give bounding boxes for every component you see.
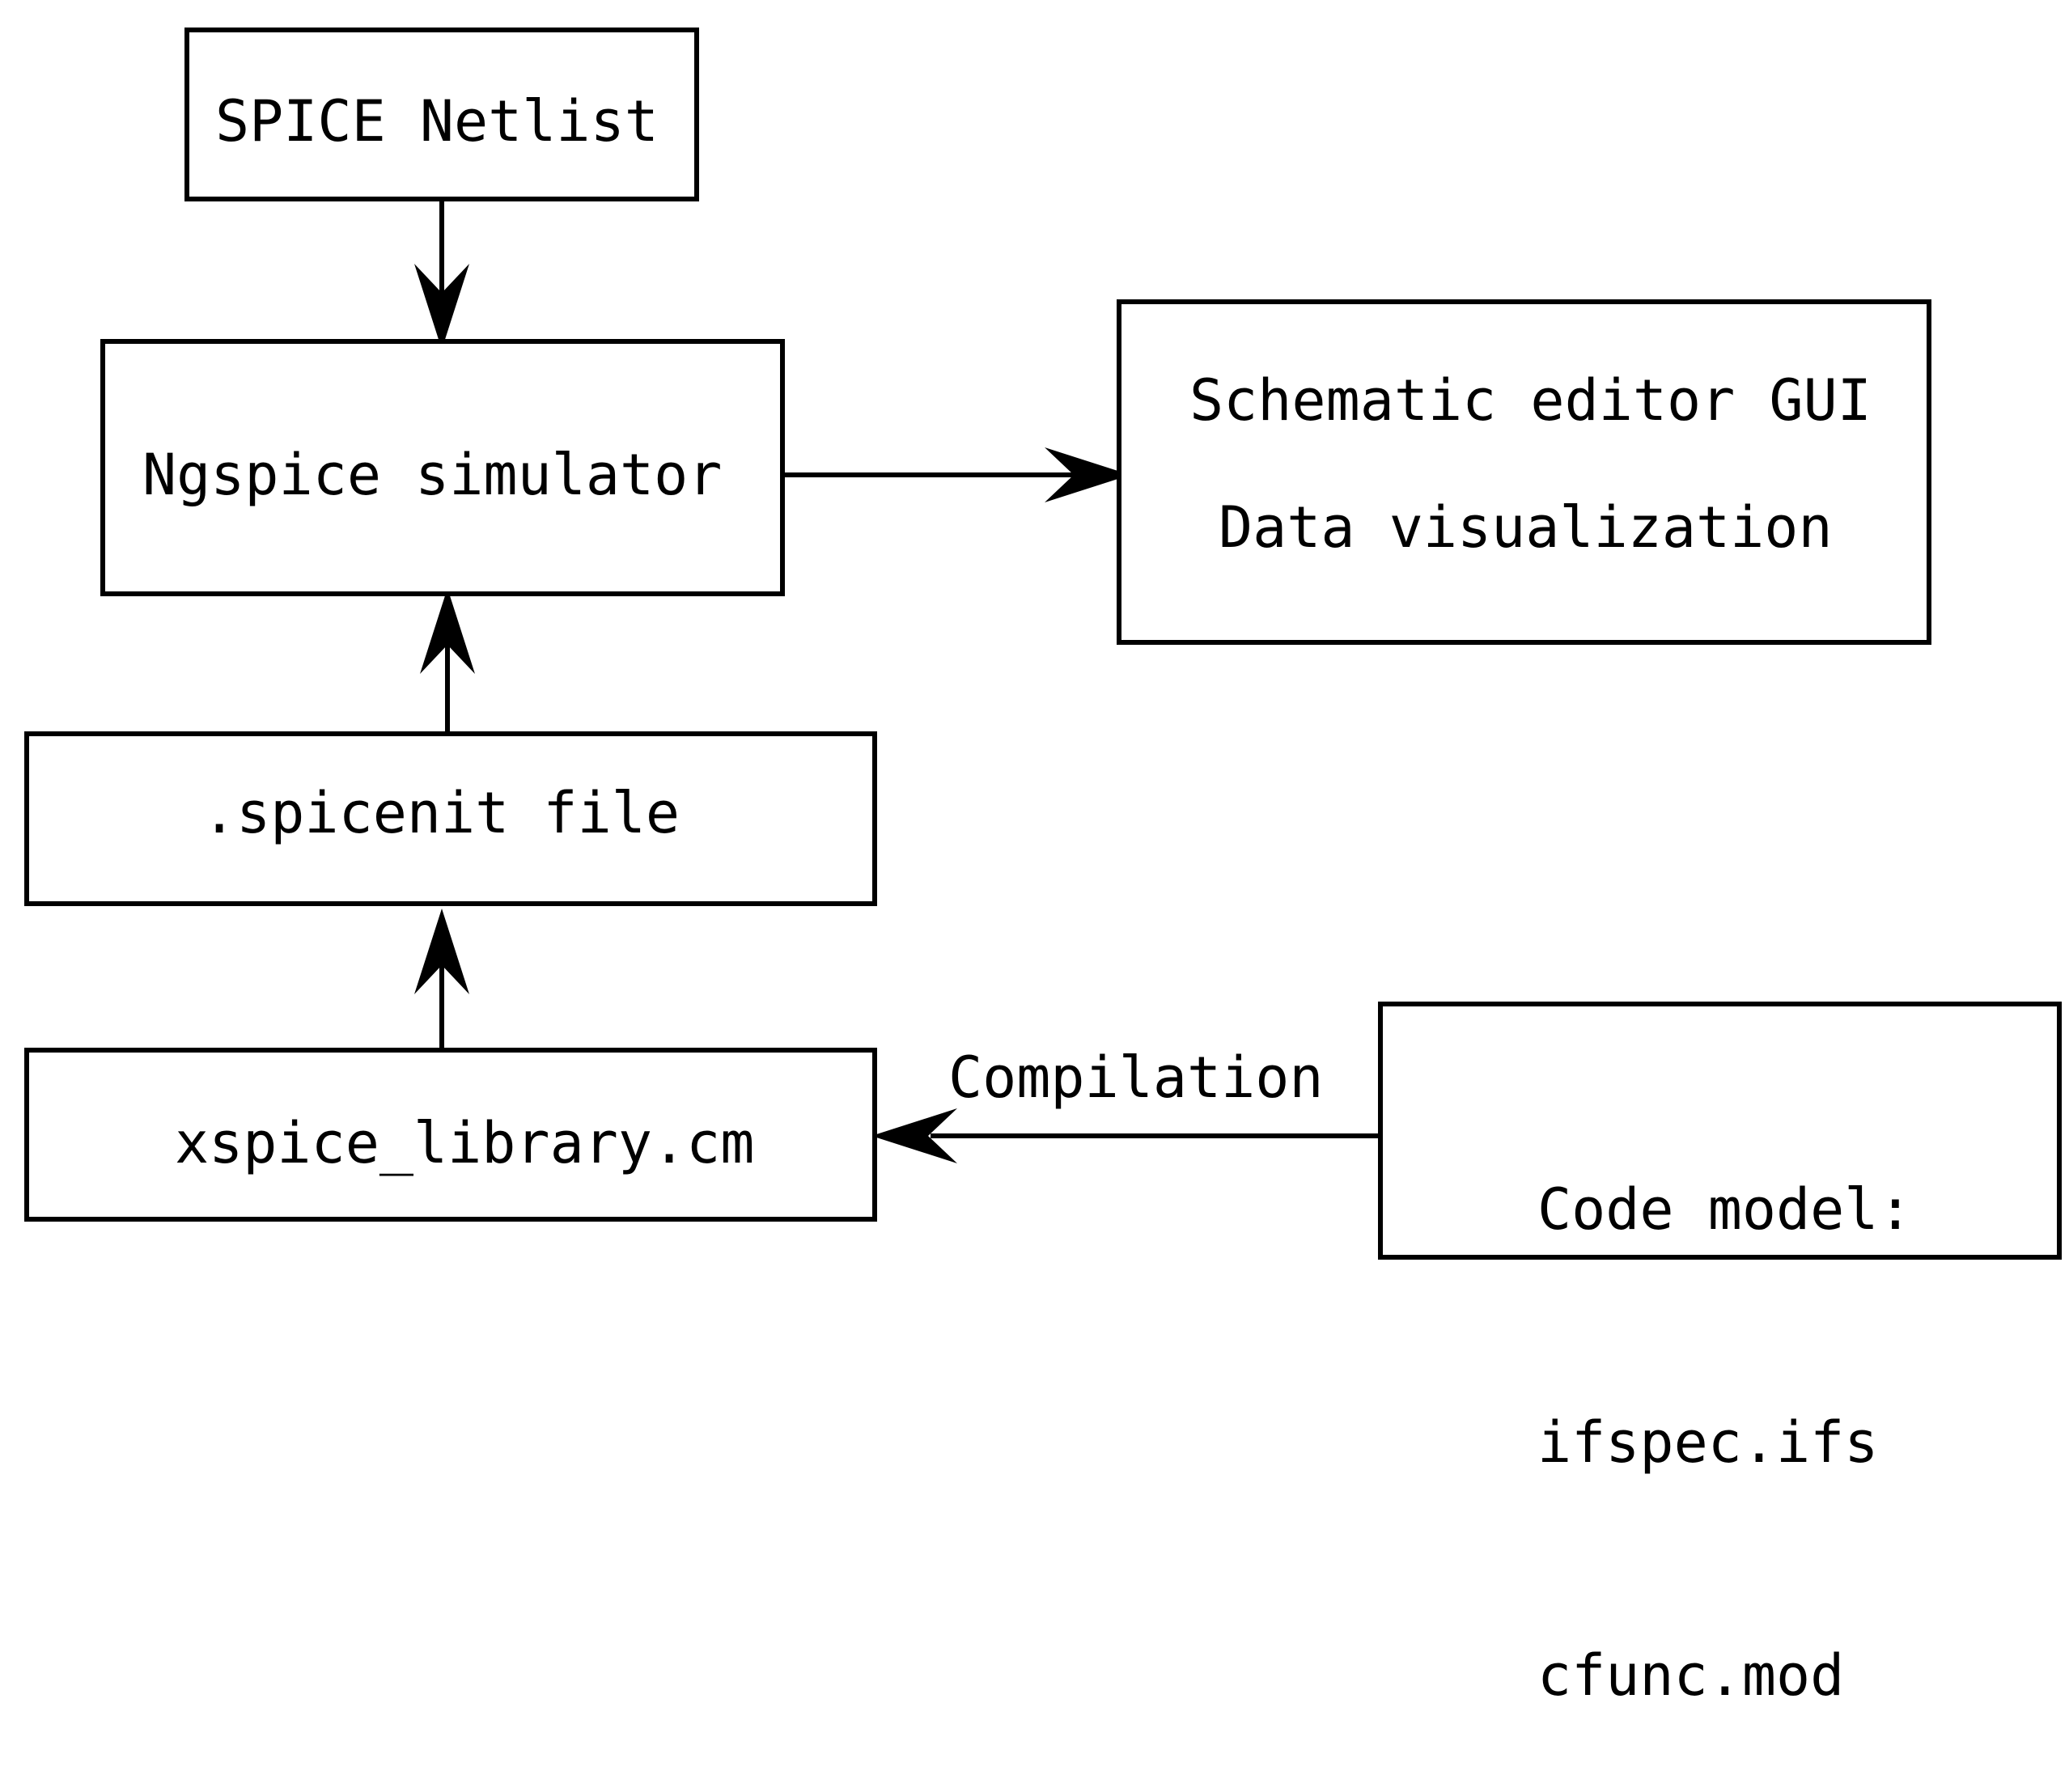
- node-spicenit-file: [24, 731, 877, 906]
- arrowhead-up-icon: [414, 909, 469, 994]
- node-ngspice-simulator-label: Ngspice simulator: [142, 442, 723, 508]
- node-gui-line2: Data visualization: [1219, 494, 1833, 561]
- node-code-model-line2: ifspec.ifs: [1537, 1409, 1879, 1476]
- node-spice-netlist-label: SPICE Netlist: [215, 88, 659, 155]
- node-code-model-text: Code model: ifspec.ifs cfunc.mod: [1537, 1015, 1913, 1792]
- diagram-connectors: [414, 201, 1378, 1163]
- edge-compilation-label: Compilation: [948, 1044, 1324, 1111]
- arrowhead-right-icon: [1045, 447, 1130, 502]
- node-gui-line1: Schematic editor GUI: [1189, 367, 1872, 434]
- node-xspice-library: [24, 1048, 877, 1222]
- node-gui-visualization: [1117, 299, 1931, 645]
- node-spicenit-file-label: .spicenit file: [202, 780, 680, 846]
- node-xspice-library-label: xspice_library.cm: [175, 1110, 755, 1176]
- node-spice-netlist: [184, 28, 699, 201]
- node-code-model: [1378, 1002, 2062, 1260]
- node-ngspice-simulator: [100, 339, 785, 596]
- node-code-model-line1: Code model:: [1537, 1176, 1913, 1243]
- arrowhead-left-icon: [871, 1108, 957, 1163]
- arrowhead-down-icon: [414, 264, 469, 350]
- node-code-model-line3: cfunc.mod: [1537, 1642, 1845, 1709]
- arrowhead-up-icon: [420, 588, 475, 674]
